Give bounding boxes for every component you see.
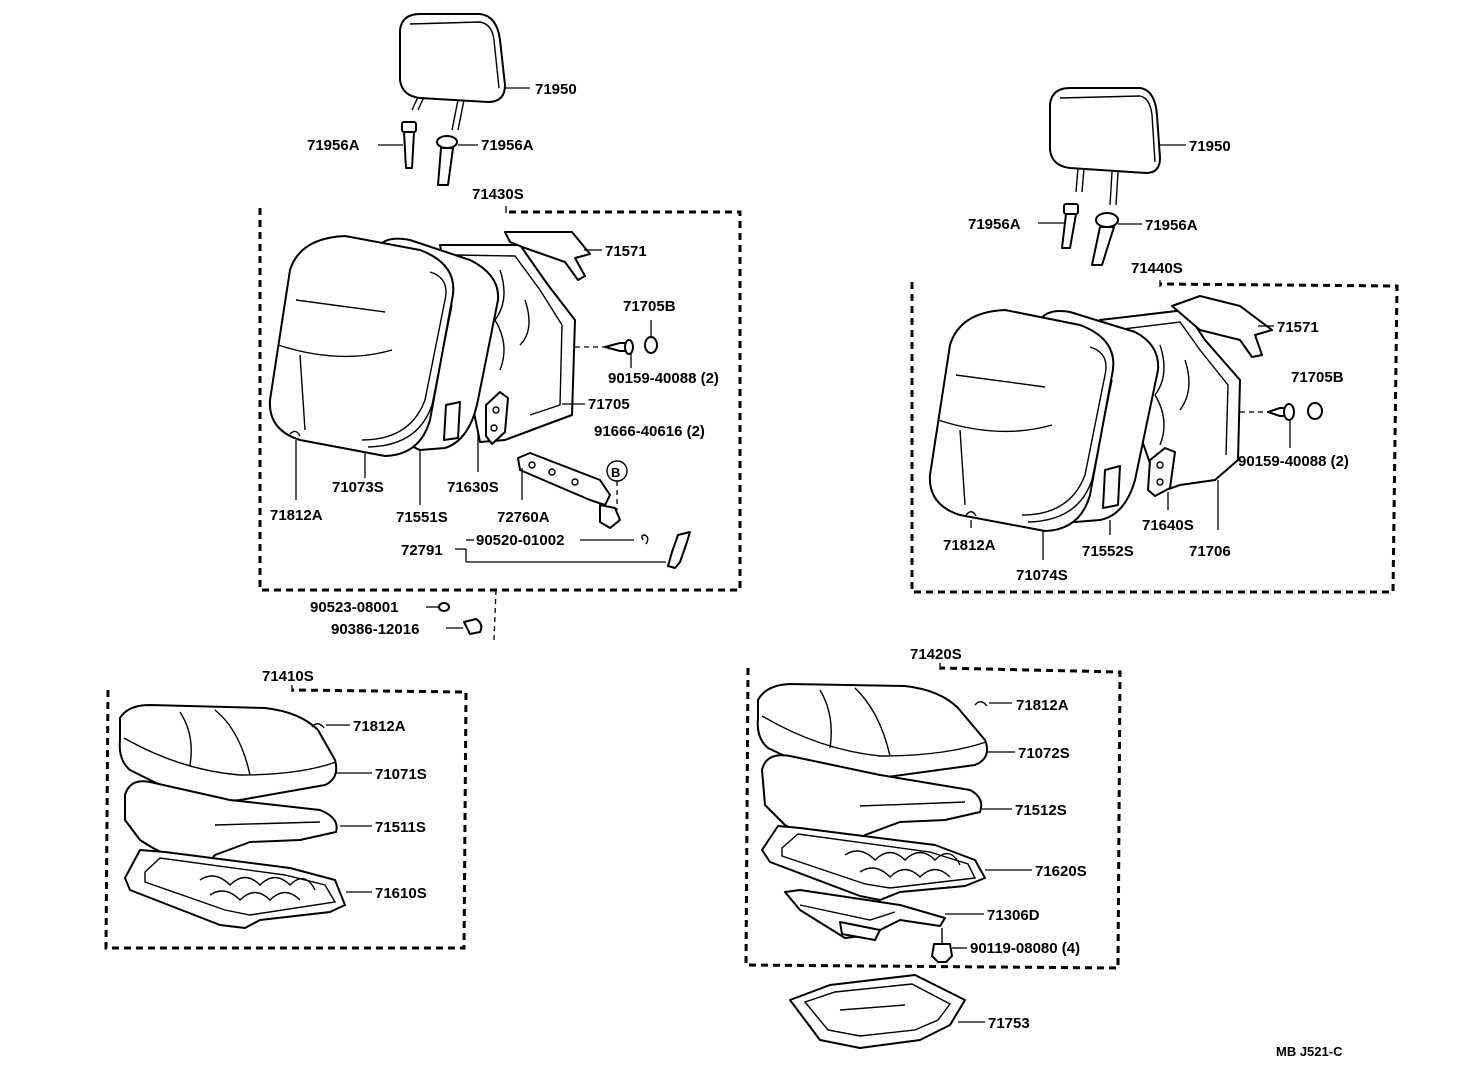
label-71073s: 71073S [332, 479, 384, 496]
label-71430s: 71430S [472, 186, 524, 203]
hog-ring-right-cushion [974, 701, 1012, 707]
label-90159-right: 90159-40088 (2) [1238, 453, 1349, 470]
label-90386: 90386-12016 [331, 621, 419, 638]
label-71552s: 71552S [1082, 543, 1134, 560]
lever-bracket-72760a [517, 452, 621, 529]
seatback-cover-right [928, 309, 1115, 532]
seatback-cover-left [268, 235, 455, 457]
label-71753: 71753 [988, 1015, 1030, 1032]
recliner-hinge-71640s [1147, 447, 1176, 510]
cushion-pad-right [761, 754, 1012, 849]
recliner-hinge-71630s [477, 391, 509, 472]
label-71956a-right-2: 71956A [1145, 217, 1198, 234]
storage-tray-71753 [789, 974, 985, 1049]
headrest-left [399, 13, 530, 131]
label-90520: 90520-01002 [476, 532, 564, 549]
label-71640s: 71640S [1142, 517, 1194, 534]
label-71512s: 71512S [1015, 802, 1067, 819]
group-box-71420s [744, 666, 1122, 970]
cushion-cover-left [118, 704, 372, 803]
headrest-guide-right-2 [1091, 212, 1142, 266]
label-90119: 90119-08080 (4) [970, 940, 1080, 957]
knob-71705b-right [1307, 402, 1323, 420]
label-71551s: 71551S [396, 509, 448, 526]
knob-71705b-left [644, 320, 658, 354]
label-71072s: 71072S [1018, 745, 1070, 762]
headrest-guide-left-1 [378, 121, 417, 169]
cushion-cover-right [756, 683, 1015, 780]
label-71950-left: 71950 [535, 81, 577, 98]
label-91666: 91666-40616 (2) [594, 423, 705, 440]
label-71511s: 71511S [375, 819, 426, 836]
label-71440s: 71440S [1131, 260, 1183, 277]
headrest-guide-right-1 [1038, 203, 1079, 249]
label-71812a-back-left: 71812A [270, 507, 323, 524]
seat-adjuster-71306d [784, 889, 984, 941]
label-71956a-right-1: 71956A [968, 216, 1021, 233]
circle-b-marker: B [606, 460, 628, 510]
label-71071s: 71071S [375, 766, 427, 783]
group-box-71440s [910, 282, 1399, 594]
label-71950-right: 71950 [1189, 138, 1231, 155]
bushing-90386 [446, 589, 497, 641]
label-71420s: 71420S [910, 646, 962, 663]
label-71956a-left-2: 71956A [481, 137, 534, 154]
headrest-right [1049, 87, 1186, 206]
label-71812a-cushion-right: 71812A [1016, 697, 1069, 714]
screw-90159-left [575, 339, 634, 368]
label-71705: 71705 [588, 396, 630, 413]
hog-ring-left-cushion [311, 723, 350, 729]
headrest-guide-left-2 [436, 135, 478, 186]
plate-71571-right [1171, 295, 1274, 358]
label-71705b-right: 71705B [1291, 369, 1344, 386]
label-71705b-left: 71705B [623, 298, 676, 315]
lever-72791 [455, 531, 691, 569]
label-71956a-left-1: 71956A [307, 137, 360, 154]
group-box-71410s [104, 688, 468, 950]
screw-90159-right [1240, 403, 1295, 448]
group-box-71430s [258, 208, 742, 592]
label-90523: 90523-08001 [310, 599, 398, 616]
diagram-code: MB J521-C [1276, 1044, 1343, 1059]
label-71571-left: 71571 [605, 243, 647, 260]
label-71812a-back-right: 71812A [943, 537, 996, 554]
label-71571-right: 71571 [1277, 319, 1319, 336]
plate-71571-left [504, 231, 602, 281]
label-71074s: 71074S [1016, 567, 1068, 584]
label-72791: 72791 [401, 542, 443, 559]
label-71620s: 71620S [1035, 863, 1087, 880]
hog-ring-right-back [965, 511, 977, 528]
label-90159-left: 90159-40088 (2) [608, 370, 719, 387]
hog-ring-left-back [289, 430, 301, 500]
cushion-frame-right [761, 825, 1032, 901]
bolt-90119 [931, 928, 967, 963]
washer-90523 [426, 602, 450, 612]
label-71630s: 71630S [447, 479, 499, 496]
cushion-frame-left [124, 849, 372, 929]
label-71410s: 71410S [262, 668, 314, 685]
label-71306d: 71306D [987, 907, 1040, 924]
circle-b-label: B [611, 465, 620, 480]
label-71610s: 71610S [375, 885, 427, 902]
label-72760a: 72760A [497, 509, 550, 526]
label-71812a-cushion-left: 71812A [353, 718, 406, 735]
label-71706: 71706 [1189, 543, 1231, 560]
